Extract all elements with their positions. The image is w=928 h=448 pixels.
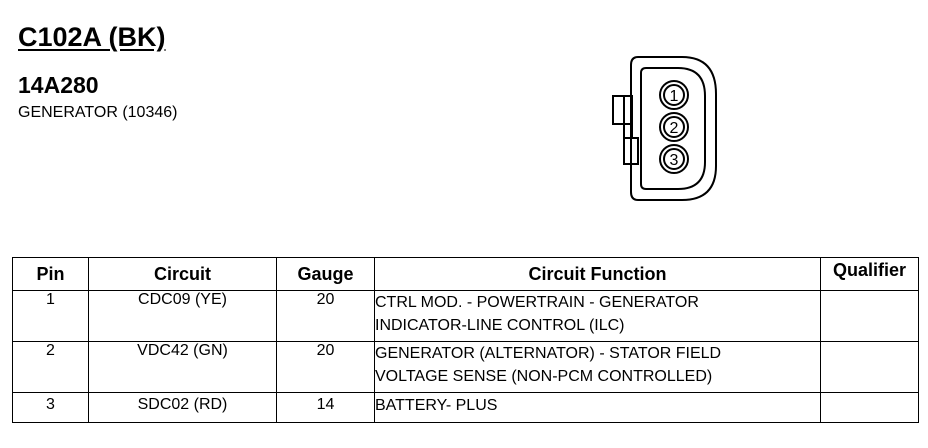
header-circuit: Circuit <box>88 257 277 291</box>
cell-pin: 3 <box>12 392 89 423</box>
pin-cavity-2-ring <box>659 112 689 142</box>
cell-qualifier <box>820 290 919 342</box>
pin-cavity-1 <box>663 84 685 106</box>
cell-qualifier <box>820 392 919 423</box>
cell-gauge: 20 <box>276 290 375 342</box>
cell-pin: 2 <box>12 341 89 393</box>
cell-gauge: 14 <box>276 392 375 423</box>
table-row: 3 SDC02 (RD) 14 BATTERY- PLUS <box>12 392 919 423</box>
connector-housing-outline <box>630 56 717 201</box>
pinout-table: Pin Circuit Gauge Circuit Function Quali… <box>12 257 919 423</box>
connector-cavity-outline <box>640 67 706 190</box>
cell-circuit-function: BATTERY- PLUS <box>374 392 821 423</box>
locking-tab-upper <box>612 95 625 125</box>
pin-label-2: 2 <box>670 120 679 137</box>
pin-cavity-2 <box>663 116 685 138</box>
table-row: 2 VDC42 (GN) 20 GENERATOR (ALTERNATOR) -… <box>12 341 919 393</box>
pin-label-3: 3 <box>670 152 679 169</box>
pin-cavity-1-ring <box>659 80 689 110</box>
cell-pin: 1 <box>12 290 89 342</box>
header-circuit-function: Circuit Function <box>374 257 821 291</box>
cell-gauge: 20 <box>276 341 375 393</box>
connector-face-diagram: 1 2 3 <box>612 56 717 201</box>
part-number: 14A280 <box>18 72 99 98</box>
header-gauge: Gauge <box>276 257 375 291</box>
function-line-1: BATTERY- PLUS <box>375 397 498 414</box>
function-line-2: VOLTAGE SENSE (NON-PCM CONTROLLED) <box>375 368 713 385</box>
cell-circuit: CDC09 (YE) <box>88 290 277 342</box>
header-qualifier: Qualifier <box>820 257 919 291</box>
cell-circuit: VDC42 (GN) <box>88 341 277 393</box>
pin-cavity-3 <box>663 148 685 170</box>
part-description: GENERATOR (10346) <box>18 104 178 121</box>
header-pin: Pin <box>12 257 89 291</box>
connector-title: C102A (BK) <box>18 22 166 52</box>
cell-qualifier <box>820 341 919 393</box>
pin-cavity-3-ring <box>659 144 689 174</box>
table-row: 1 CDC09 (YE) 20 CTRL MOD. - POWERTRAIN -… <box>12 290 919 342</box>
cell-circuit: SDC02 (RD) <box>88 392 277 423</box>
function-line-2: INDICATOR-LINE CONTROL (ILC) <box>375 317 625 334</box>
cell-circuit-function: CTRL MOD. - POWERTRAIN - GENERATOR INDIC… <box>374 290 821 342</box>
pin-label-1: 1 <box>670 88 679 105</box>
function-line-1: GENERATOR (ALTERNATOR) - STATOR FIELD <box>375 345 722 362</box>
function-line-1: CTRL MOD. - POWERTRAIN - GENERATOR <box>375 294 699 311</box>
locking-tab-lower <box>623 137 639 165</box>
cell-circuit-function: GENERATOR (ALTERNATOR) - STATOR FIELD VO… <box>374 341 821 393</box>
table-header-row: Pin Circuit Gauge Circuit Function Quali… <box>12 257 919 291</box>
